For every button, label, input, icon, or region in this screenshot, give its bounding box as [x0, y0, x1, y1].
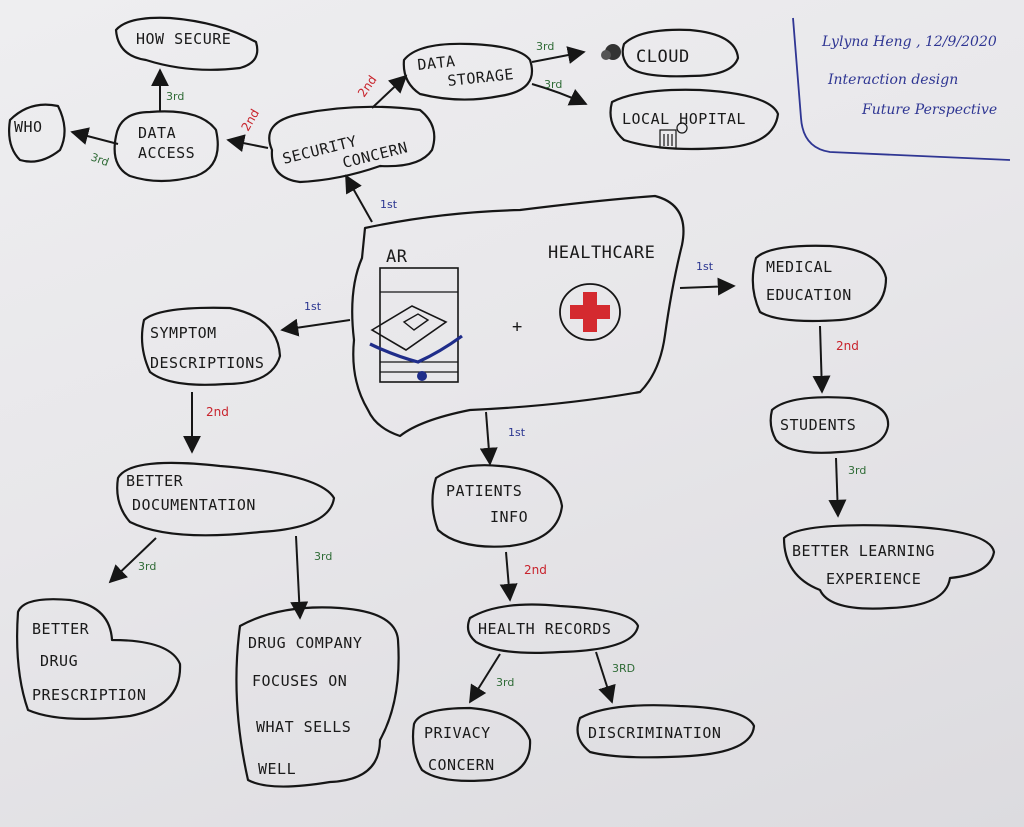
- svg-text:HEALTH RECORDS: HEALTH RECORDS: [478, 620, 611, 638]
- cloud-icon: [601, 44, 621, 60]
- label-doc-company: 3rd: [314, 550, 332, 563]
- svg-text:EXPERIENCE: EXPERIENCE: [826, 570, 921, 588]
- node-data-storage: DATA STORAGE: [402, 42, 533, 101]
- ar-device-icon: [369, 267, 463, 383]
- edge-security-storage: [371, 74, 408, 109]
- ar-label: AR: [386, 247, 408, 267]
- svg-text:CLOUD: CLOUD: [636, 47, 690, 67]
- edge-center-medical: [679, 277, 736, 296]
- edge-center-symptom: [280, 318, 351, 337]
- svg-text:DRUG: DRUG: [40, 652, 78, 670]
- svg-text:INFO: INFO: [490, 508, 528, 526]
- svg-text:BETTER LEARNING: BETTER LEARNING: [792, 542, 935, 560]
- edge-storage-hospital: [531, 83, 588, 106]
- svg-text:SYMPTOM: SYMPTOM: [150, 324, 217, 342]
- node-better-learning: BETTER LEARNING EXPERIENCE: [782, 524, 996, 610]
- node-drug-company: DRUG COMPANY FOCUSES ON WHAT SELLS WELL: [235, 606, 400, 788]
- svg-text:LOCAL HOPITAL: LOCAL HOPITAL: [622, 110, 746, 128]
- edge-doc-company: [290, 535, 309, 620]
- healthcare-label: HEALTHCARE: [548, 243, 655, 263]
- node-better-documentation: BETTER DOCUMENTATION: [116, 461, 336, 537]
- node-local-hospital: LOCAL HOPITAL: [609, 88, 780, 151]
- svg-text:WHO: WHO: [14, 118, 43, 136]
- label-security-access: 2nd: [238, 107, 262, 134]
- plus-sign: +: [512, 317, 523, 337]
- svg-text:DESCRIPTIONS: DESCRIPTIONS: [150, 354, 264, 372]
- label-storage-cloud: 3rd: [536, 40, 554, 53]
- author-course: Interaction design: [827, 72, 958, 88]
- label-security-storage: 2nd: [355, 73, 380, 100]
- node-discrimination: DISCRIMINATION: [576, 704, 756, 759]
- edge-center-security: [345, 174, 373, 223]
- edge-access-who: [70, 127, 119, 145]
- edge-patients-records: [499, 551, 518, 602]
- hospital-building-icon: [659, 122, 688, 149]
- svg-text:BETTER: BETTER: [32, 620, 90, 638]
- edge-records-discrimination: [595, 651, 616, 704]
- node-health-records: HEALTH RECORDS: [466, 603, 640, 654]
- node-who: WHO: [8, 103, 66, 163]
- svg-text:DRUG COMPANY: DRUG COMPANY: [248, 634, 362, 652]
- node-better-drug-prescription: BETTER DRUG PRESCRIPTION: [16, 598, 182, 721]
- node-students: STUDENTS: [769, 396, 890, 454]
- node-data-access: DATA ACCESS: [113, 110, 219, 183]
- svg-text:DOCUMENTATION: DOCUMENTATION: [132, 496, 256, 514]
- label-patients-records: 2nd: [524, 563, 547, 577]
- svg-text:MEDICAL: MEDICAL: [766, 258, 833, 276]
- node-cloud: CLOUD: [601, 28, 740, 78]
- svg-text:STORAGE: STORAGE: [447, 65, 515, 90]
- author-note: Lylyna Heng , 12/9/2020 Interaction desi…: [792, 17, 1011, 161]
- node-how-secure: HOW SECURE: [114, 16, 259, 71]
- node-security-concern: SECURITY CONCERN: [268, 105, 436, 184]
- edge-storage-cloud: [531, 46, 586, 64]
- edge-medical-students: [812, 325, 831, 394]
- svg-text:BETTER: BETTER: [126, 472, 184, 490]
- edge-students-learning: [828, 457, 847, 518]
- svg-text:PRIVACY: PRIVACY: [424, 724, 491, 742]
- label-center-symptom: 1st: [304, 300, 322, 313]
- node-privacy-concern: PRIVACY CONCERN: [411, 706, 532, 782]
- svg-text:CONCERN: CONCERN: [428, 756, 495, 774]
- label-center-medical: 1st: [696, 260, 714, 273]
- label-medical-students: 2nd: [836, 339, 859, 353]
- svg-text:FOCUSES ON: FOCUSES ON: [252, 672, 347, 690]
- label-storage-hospital: 3rd: [544, 78, 562, 91]
- label-access-who: 3rd: [89, 151, 111, 169]
- author-name-date: Lylyna Heng , 12/9/2020: [821, 34, 997, 50]
- svg-text:PATIENTS: PATIENTS: [446, 482, 522, 500]
- edge-center-patients: [479, 411, 498, 466]
- edge-security-data-access: [226, 134, 269, 153]
- svg-text:EDUCATION: EDUCATION: [766, 286, 852, 304]
- edges: [70, 46, 847, 704]
- svg-text:ACCESS: ACCESS: [138, 144, 195, 162]
- label-students-learning: 3rd: [848, 464, 866, 477]
- svg-text:DATA: DATA: [138, 124, 176, 142]
- author-topic: Future Perspective: [861, 102, 997, 118]
- svg-text:HOW SECURE: HOW SECURE: [136, 30, 231, 48]
- svg-text:DATA: DATA: [417, 52, 457, 74]
- node-medical-education: MEDICAL EDUCATION: [751, 244, 888, 323]
- svg-text:STUDENTS: STUDENTS: [780, 416, 856, 434]
- node-symptom-descriptions: SYMPTOM DESCRIPTIONS: [140, 306, 282, 386]
- label-records-privacy: 3rd: [496, 676, 514, 689]
- medical-cross-icon: [559, 283, 621, 341]
- node-patients-info: PATIENTS INFO: [431, 464, 564, 548]
- label-doc-drug: 3rd: [138, 560, 156, 573]
- label-center-patients: 1st: [508, 426, 526, 439]
- svg-text:PRESCRIPTION: PRESCRIPTION: [32, 686, 146, 704]
- edge-doc-drug: [108, 537, 157, 584]
- label-access-how-secure: 3rd: [166, 90, 184, 103]
- center-node-ar-healthcare: AR + HEALTHCARE: [351, 194, 685, 438]
- edge-records-privacy: [469, 653, 501, 704]
- label-center-security: 1st: [380, 198, 398, 211]
- label-records-discrimination: 3RD: [612, 662, 635, 675]
- label-symptom-doc: 2nd: [206, 405, 229, 419]
- svg-text:WHAT SELLS: WHAT SELLS: [256, 718, 351, 736]
- center-blob: [351, 194, 685, 438]
- svg-text:WELL: WELL: [258, 760, 296, 778]
- svg-text:DISCRIMINATION: DISCRIMINATION: [588, 724, 721, 742]
